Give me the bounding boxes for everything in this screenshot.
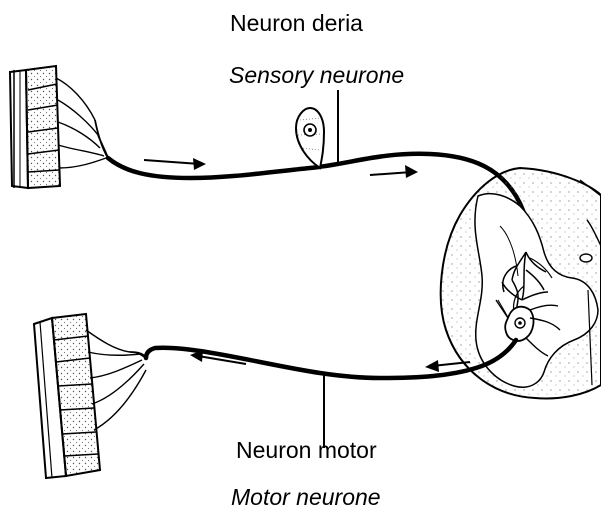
spinal-cord-section xyxy=(441,168,601,398)
sensory-cell-body xyxy=(296,108,324,168)
sensory-direction-arrow-2 xyxy=(370,165,418,178)
motor-effector-tissue xyxy=(34,314,146,478)
sensory-direction-arrow-1 xyxy=(144,158,206,170)
sensory-receptor-tissue xyxy=(10,66,108,188)
